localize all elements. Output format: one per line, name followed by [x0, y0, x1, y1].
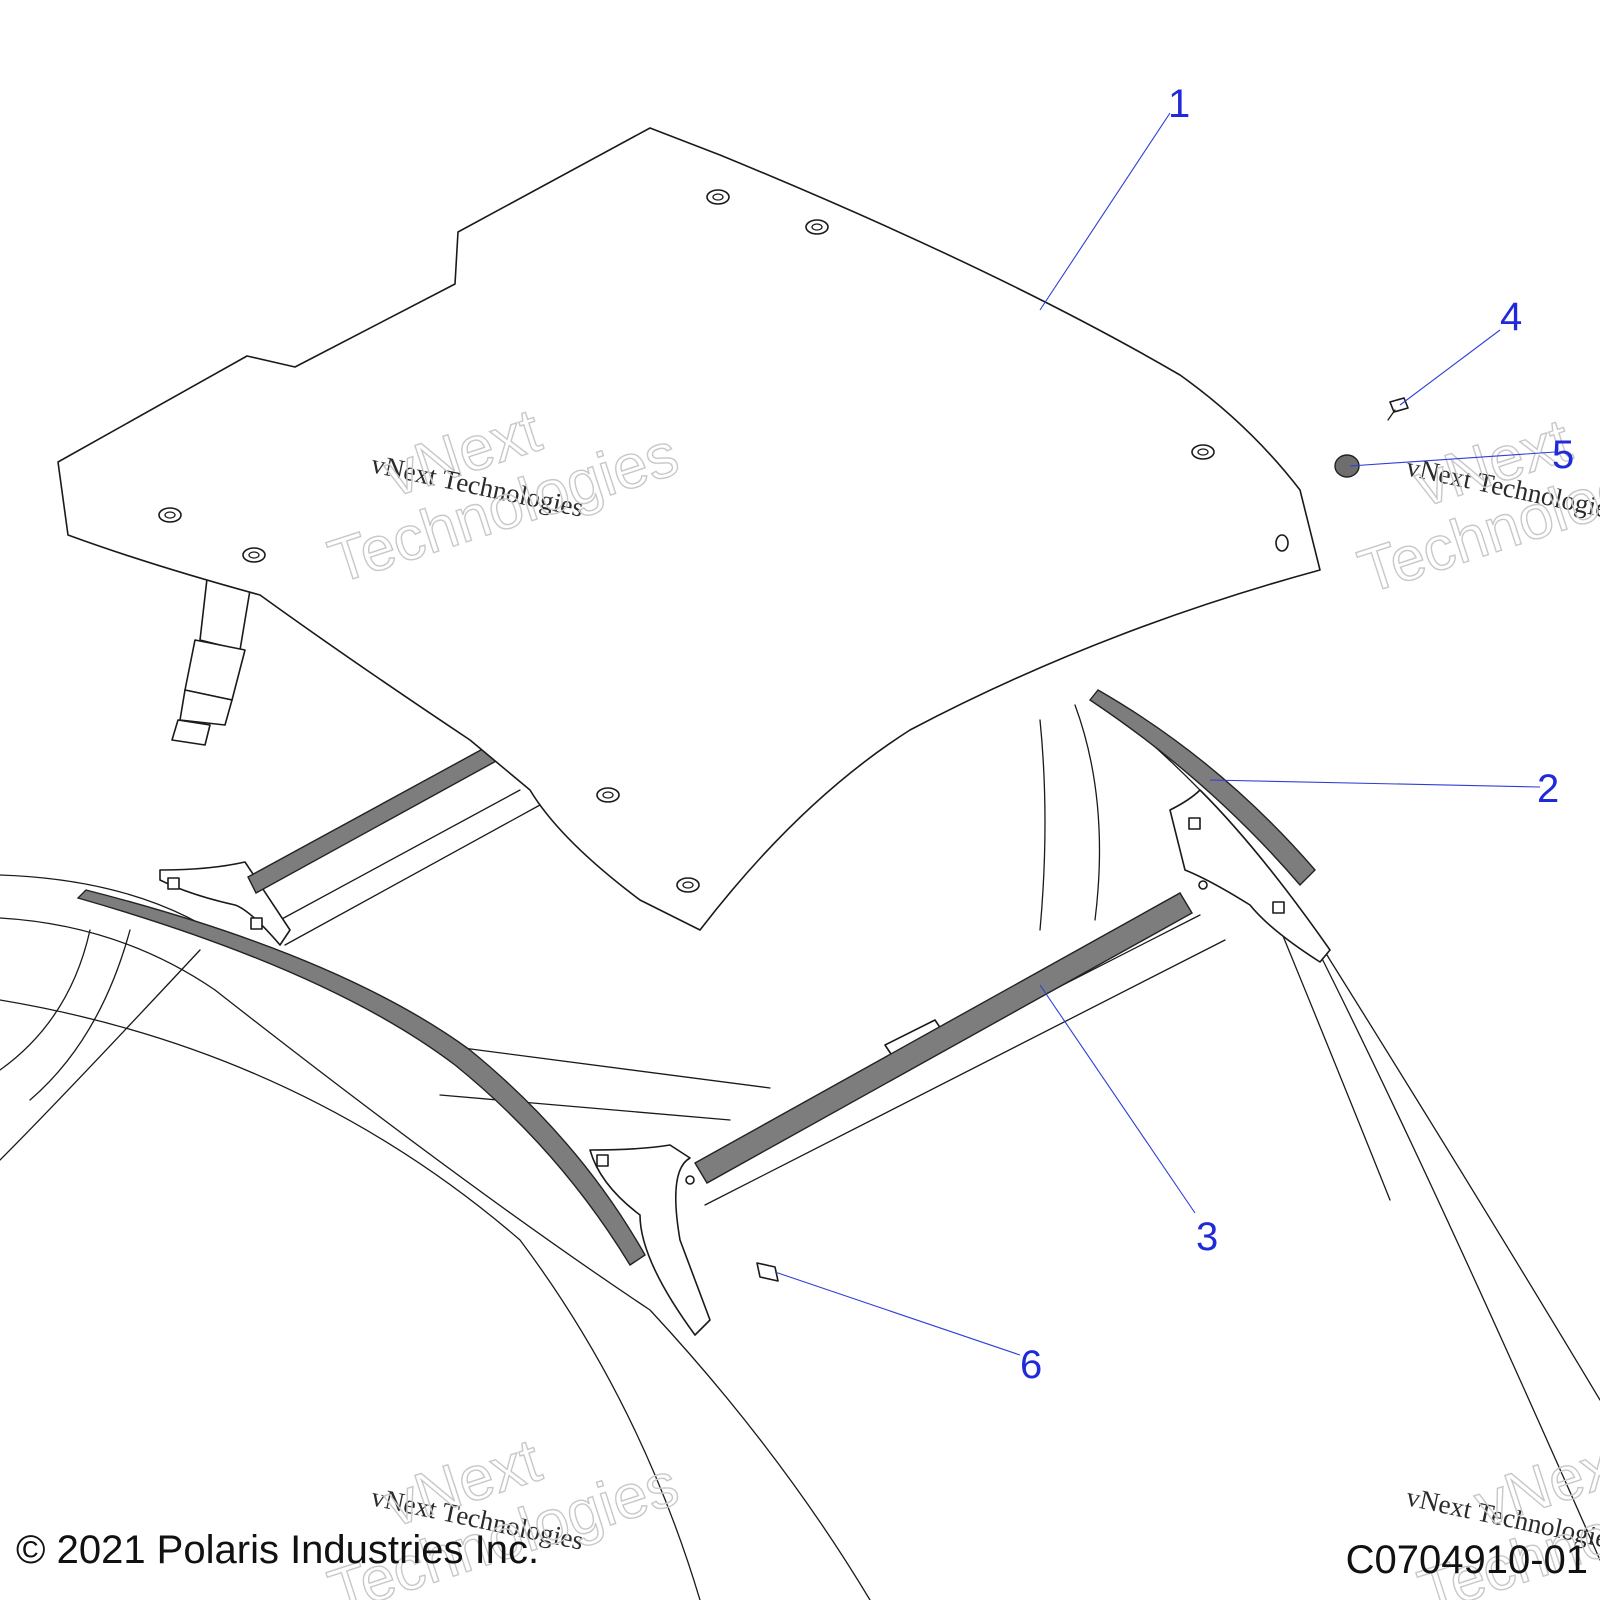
leader-lines	[774, 112, 1556, 1356]
washer-item-5	[1334, 454, 1360, 478]
roof-mount-holes	[158, 189, 1289, 893]
left-tube-lower	[0, 917, 216, 991]
seal-end-cap	[685, 1175, 695, 1185]
arch-tube-outer	[214, 989, 871, 1600]
leader-5	[1349, 451, 1556, 467]
seal-item-2	[1088, 689, 1316, 887]
front-cross-lower	[704, 939, 1226, 1206]
frame-clip	[596, 1154, 609, 1167]
callout-2: 2	[1537, 767, 1559, 811]
drawing-number: C0704910-01	[1345, 1538, 1588, 1582]
right-tube-inner	[1299, 914, 1600, 1561]
rear-seal	[247, 744, 499, 894]
frame-clip	[250, 917, 263, 930]
left-brace-a	[0, 929, 91, 1071]
front-left-gusset	[589, 1144, 711, 1336]
leader-2	[1209, 779, 1541, 788]
callout-4: 4	[1500, 295, 1522, 339]
post-collar	[179, 689, 233, 726]
left-brace-b	[29, 929, 131, 1101]
callout-6: 6	[1020, 1343, 1042, 1387]
callout-1: 1	[1168, 82, 1190, 126]
arch-tube-inner	[0, 999, 701, 1600]
frame-clip	[167, 877, 180, 890]
leader-6	[774, 1271, 1021, 1356]
leader-4	[1399, 329, 1501, 406]
frame-clip	[1188, 817, 1201, 830]
clip-nut-item-6	[756, 1262, 779, 1282]
seal-item-3	[694, 892, 1193, 1184]
screw-item-4	[1387, 397, 1409, 421]
rear-cross-upper	[279, 789, 521, 921]
callout-3: 3	[1196, 1215, 1218, 1259]
leader-3	[1039, 984, 1196, 1214]
light-mount-post	[171, 569, 251, 746]
center-post-right	[1074, 704, 1101, 921]
right-tube-outer	[1099, 699, 1600, 1401]
post-body	[184, 639, 246, 701]
copyright-text: © 2021 Polaris Industries Inc.	[16, 1528, 540, 1572]
front-right-gusset	[1169, 789, 1331, 963]
callout-5: 5	[1552, 433, 1574, 477]
post-end	[171, 719, 211, 746]
seal-end-cap	[1198, 880, 1208, 890]
front-seal-arc	[76, 889, 646, 1266]
leader-1	[1039, 112, 1171, 311]
rear-cross-lower	[284, 804, 541, 946]
cross-member-upper	[439, 1044, 771, 1089]
watermark-right-big: vNext Technologies	[1350, 405, 1600, 608]
roof-panel	[57, 127, 1321, 931]
frame-clip	[1272, 901, 1285, 914]
cross-member-lower	[439, 1094, 731, 1121]
center-post-left	[1039, 719, 1046, 931]
left-brace-c	[0, 949, 201, 1161]
roll-cage-frame	[0, 699, 1600, 1600]
